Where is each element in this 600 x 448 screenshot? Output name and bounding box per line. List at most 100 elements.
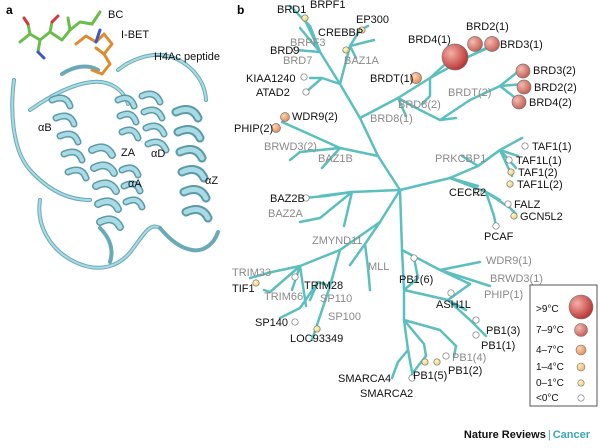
legend-label: >9°C bbox=[536, 304, 559, 315]
tree-label: BRD8(1) bbox=[370, 113, 413, 125]
legend-label: 1–4°C bbox=[536, 362, 564, 373]
helix-a bbox=[88, 143, 124, 231]
tree-label: SP140 bbox=[255, 317, 288, 329]
node bbox=[271, 123, 281, 133]
tree-label: PHIP(1) bbox=[484, 289, 523, 301]
node bbox=[292, 46, 300, 54]
node bbox=[302, 88, 310, 96]
legend: >9°C 7–9°C 4–7°C 1–4°C 0–1°C <0°C bbox=[529, 284, 598, 407]
tree-label: BRPF1 bbox=[310, 0, 345, 11]
tree-label: CREBBP bbox=[318, 27, 363, 39]
node bbox=[510, 212, 518, 220]
tree-label: SMARCA2 bbox=[360, 388, 413, 400]
tree-label: PCAF bbox=[484, 231, 514, 243]
tree-label: BRDT(1) bbox=[370, 73, 413, 85]
tree-label: BAZ2A bbox=[268, 208, 304, 220]
ribbon-loop bbox=[11, 79, 91, 201]
node bbox=[474, 188, 482, 196]
legend-swatch bbox=[568, 294, 594, 320]
legend-swatch bbox=[576, 362, 586, 372]
tree-label: BRD2(1) bbox=[466, 21, 509, 33]
helix-b bbox=[48, 94, 90, 182]
tree-label: LOC93349 bbox=[290, 333, 343, 345]
node bbox=[442, 352, 450, 360]
node bbox=[358, 26, 366, 34]
legend-swatch bbox=[575, 344, 587, 356]
tree-labels: BRD1 BRPF1 BRPF3 BRD7 BRD9 CREBBP EP300 … bbox=[232, 0, 577, 400]
legend-swatch bbox=[577, 379, 585, 387]
node bbox=[291, 273, 299, 281]
tree-label: BRD4(1) bbox=[408, 34, 451, 46]
legend-label: 4–7°C bbox=[536, 345, 564, 356]
tree-label: TAF1L(1) bbox=[516, 155, 562, 167]
node bbox=[515, 63, 531, 79]
tree-label: BRD7 bbox=[283, 55, 312, 67]
helix-z bbox=[171, 105, 213, 223]
tree-label: PB1(2) bbox=[448, 365, 482, 377]
node bbox=[433, 358, 441, 366]
tree-label: GCN5L2 bbox=[520, 211, 563, 223]
tree-label: TAF1(1) bbox=[532, 141, 572, 153]
node bbox=[511, 94, 527, 110]
ribbon-loop bbox=[117, 54, 207, 101]
tree-label: CECR2 bbox=[449, 187, 486, 199]
tree-label: PB1(4) bbox=[452, 352, 486, 364]
tree-label: BRD4(2) bbox=[529, 97, 572, 109]
tree-label: BRDT(2) bbox=[448, 87, 491, 99]
node bbox=[447, 289, 455, 297]
legend-swatch bbox=[574, 323, 588, 337]
journal-credit: Nature Reviews|Cancer bbox=[464, 429, 590, 441]
tree-label: BRD1 bbox=[277, 4, 306, 16]
node bbox=[472, 316, 480, 324]
legend-label: 7–9°C bbox=[536, 325, 564, 336]
label-peptide: H4Ac peptide bbox=[154, 51, 220, 63]
node bbox=[507, 168, 515, 176]
node bbox=[504, 200, 512, 208]
node bbox=[252, 279, 260, 287]
label-ibet: I-BET bbox=[121, 29, 149, 41]
tree-label: SMARCA4 bbox=[338, 373, 391, 385]
tree-label: PHIP(2) bbox=[234, 123, 273, 135]
tree-label: TRIM28 bbox=[304, 280, 343, 292]
node bbox=[421, 358, 429, 366]
label-alpha-a: αA bbox=[128, 178, 142, 190]
legend-swatch bbox=[577, 394, 585, 402]
tree-label: SP110 bbox=[320, 293, 352, 305]
ribbon-loop bbox=[158, 226, 220, 253]
tree-label: BRWD3(2) bbox=[264, 141, 317, 153]
tree-label: BRD2(2) bbox=[534, 82, 577, 94]
node bbox=[280, 112, 290, 122]
ribbon-loop bbox=[98, 226, 114, 264]
tree-label: BRWD3(1) bbox=[490, 273, 543, 285]
helix-za bbox=[114, 94, 142, 142]
node bbox=[302, 194, 310, 202]
node bbox=[484, 36, 500, 52]
helix-d bbox=[138, 90, 170, 154]
tree-label: PB1(6) bbox=[399, 274, 433, 286]
label-za: ZA bbox=[121, 147, 136, 159]
tree-label: BAZ1A bbox=[344, 55, 380, 67]
tree-label: EP300 bbox=[356, 14, 389, 26]
ribbon-loop bbox=[29, 80, 129, 111]
tree-label: FALZ bbox=[514, 199, 541, 211]
tree-label: TRIM66 bbox=[264, 291, 303, 303]
node bbox=[467, 36, 483, 52]
tree-label: WDR9(2) bbox=[292, 111, 338, 123]
protein-structure bbox=[10, 10, 220, 270]
node bbox=[313, 325, 321, 333]
tree-label: BRD9 bbox=[270, 45, 299, 57]
label-alpha-b: αB bbox=[38, 122, 52, 134]
node bbox=[521, 142, 529, 150]
node bbox=[408, 374, 416, 382]
legend-label: 0–1°C bbox=[536, 378, 564, 389]
node bbox=[291, 318, 299, 326]
panel-a-letter: a bbox=[6, 3, 13, 17]
label-alpha-d: αD bbox=[151, 148, 165, 160]
label-bc: BC bbox=[108, 9, 123, 21]
tree-label: PRKCBP1 bbox=[435, 153, 486, 165]
tree-label: BRD8(2) bbox=[398, 99, 441, 111]
ribbon-loop bbox=[38, 199, 161, 269]
tree-label: TRIM33 bbox=[232, 267, 271, 279]
node bbox=[505, 156, 513, 164]
